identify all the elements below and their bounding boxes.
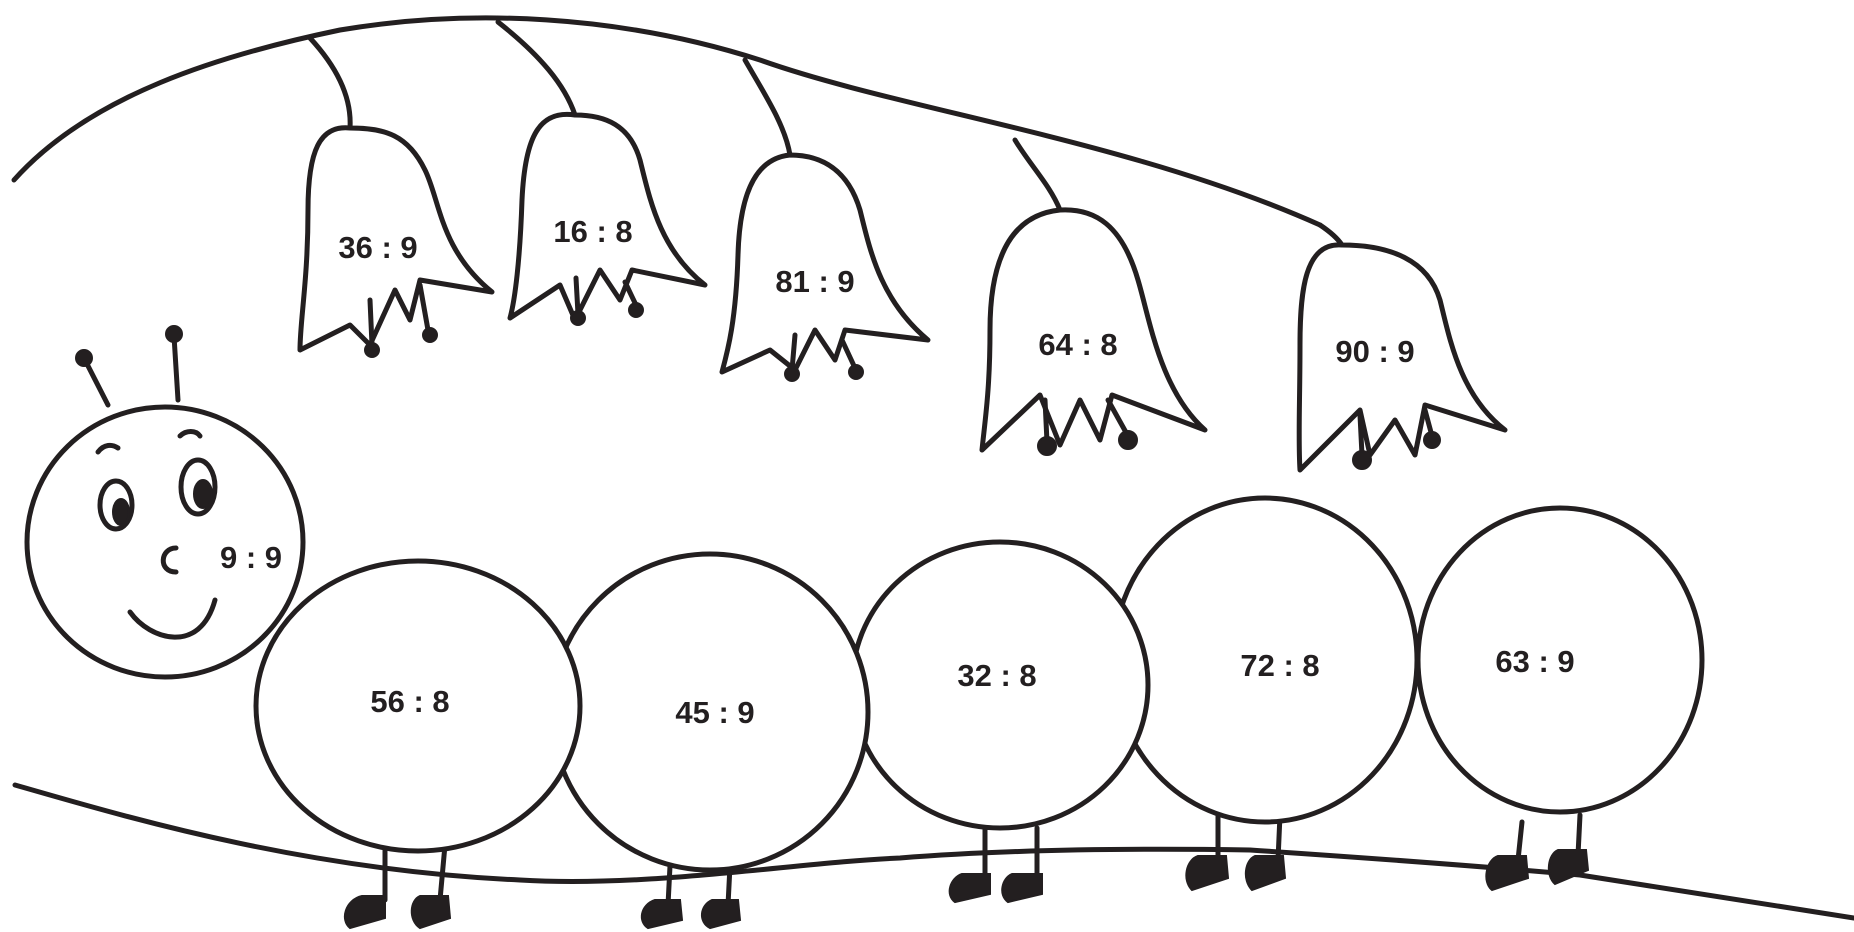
segment-expression: 32 : 8 <box>957 658 1036 693</box>
caterpillar-segment: 56 : 8 <box>253 558 583 854</box>
stem-line <box>11 15 1323 228</box>
caterpillar-legs <box>343 812 1590 930</box>
segment-expression: 45 : 9 <box>675 695 754 730</box>
eyebrow <box>95 442 121 455</box>
eyebrow <box>177 429 203 439</box>
caterpillar-segment: 32 : 8 <box>849 539 1151 831</box>
bell-expression: 90 : 9 <box>1335 334 1414 369</box>
bell-expression: 81 : 9 <box>775 264 854 299</box>
caterpillar-head: 9 : 9 <box>24 325 306 680</box>
bell-expression: 64 : 8 <box>1038 327 1117 362</box>
segment-expression: 63 : 9 <box>1495 644 1574 679</box>
bell-flower: 16 : 8 <box>495 19 708 326</box>
bell-expression: 16 : 8 <box>553 214 632 249</box>
caterpillar-segment: 45 : 9 <box>549 551 871 873</box>
bell-flower: 81 : 9 <box>719 57 931 382</box>
ground-line <box>12 782 1854 921</box>
head-expression: 9 : 9 <box>220 540 282 575</box>
caterpillar-segment: 72 : 8 <box>1110 495 1420 825</box>
segment-expression: 56 : 8 <box>370 684 449 719</box>
caterpillar-segment: 63 : 9 <box>1415 505 1705 815</box>
bell-flower: 90 : 9 <box>1296 222 1508 473</box>
bell-flower: 36 : 9 <box>297 35 495 358</box>
bell-expression: 36 : 9 <box>338 230 417 265</box>
mouth <box>127 597 218 640</box>
segment-expression: 72 : 8 <box>1240 648 1319 683</box>
bell-flower: 64 : 8 <box>979 137 1208 456</box>
nose <box>160 545 179 575</box>
